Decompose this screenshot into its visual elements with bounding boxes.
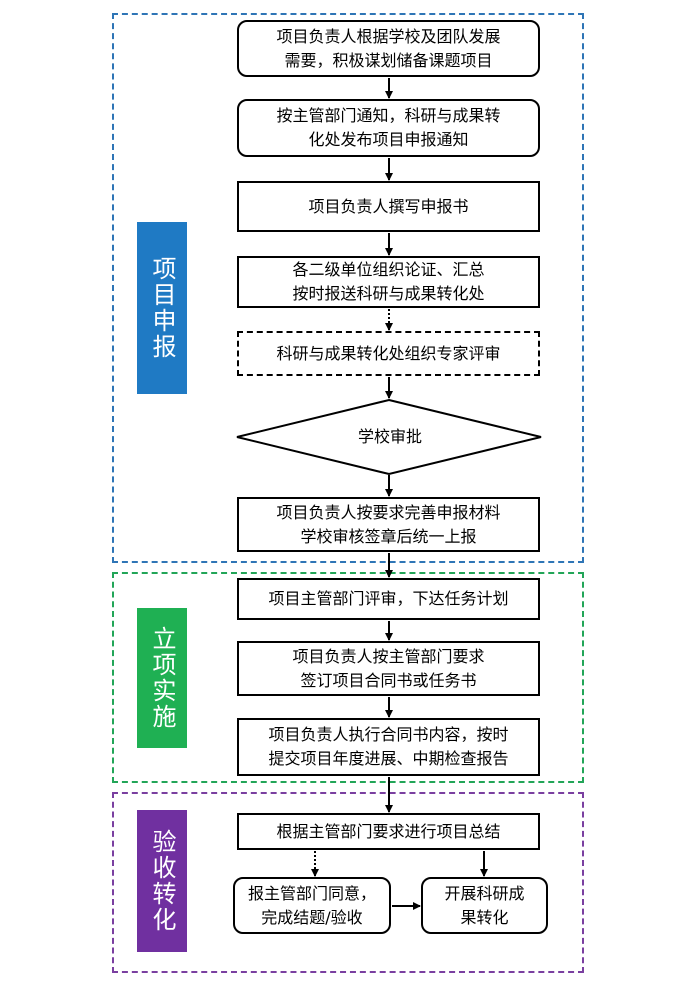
- section-acceptance-transformation: [112, 792, 584, 973]
- step-sign-contract: 项目负责人按主管部门要求 签订项目合同书或任务书: [237, 641, 540, 696]
- step-write-application: 项目负责人撰写申报书: [237, 181, 540, 232]
- stage-label-declaration: 项目申报: [137, 222, 187, 394]
- step-finalize-materials: 项目负责人按要求完善申报材料 学校审核签章后统一上报: [237, 497, 540, 552]
- stage-label-implementation: 立项实施: [137, 608, 187, 748]
- section-project-declaration: [112, 13, 584, 563]
- approval-diamond: [236, 398, 542, 476]
- step-execute-contract: 项目负责人执行合同书内容，按时 提交项目年度进展、中期检查报告: [237, 718, 540, 776]
- step-dept-review: 项目主管部门评审，下达任务计划: [237, 578, 540, 620]
- step-transform-results: 开展科研成 果转化: [421, 877, 548, 934]
- step-expert-review: 科研与成果转化处组织专家评审: [237, 331, 540, 376]
- step-project-summary: 根据主管部门要求进行项目总结: [237, 813, 540, 850]
- step-school-approval: 学校审批: [357, 427, 422, 446]
- section-project-implementation: [112, 572, 584, 783]
- stage-label-acceptance: 验收转化: [137, 810, 187, 952]
- step-publish-notice: 按主管部门通知，科研与成果转 化处发布项目申报通知: [237, 99, 540, 157]
- step-close-project: 报主管部门同意， 完成结题/验收: [233, 877, 391, 934]
- step-unit-review: 各二级单位组织论证、汇总 按时报送科研与成果转化处: [237, 256, 540, 308]
- step-reserve-topics: 项目负责人根据学校及团队发展 需要，积极谋划储备课题项目: [237, 20, 540, 77]
